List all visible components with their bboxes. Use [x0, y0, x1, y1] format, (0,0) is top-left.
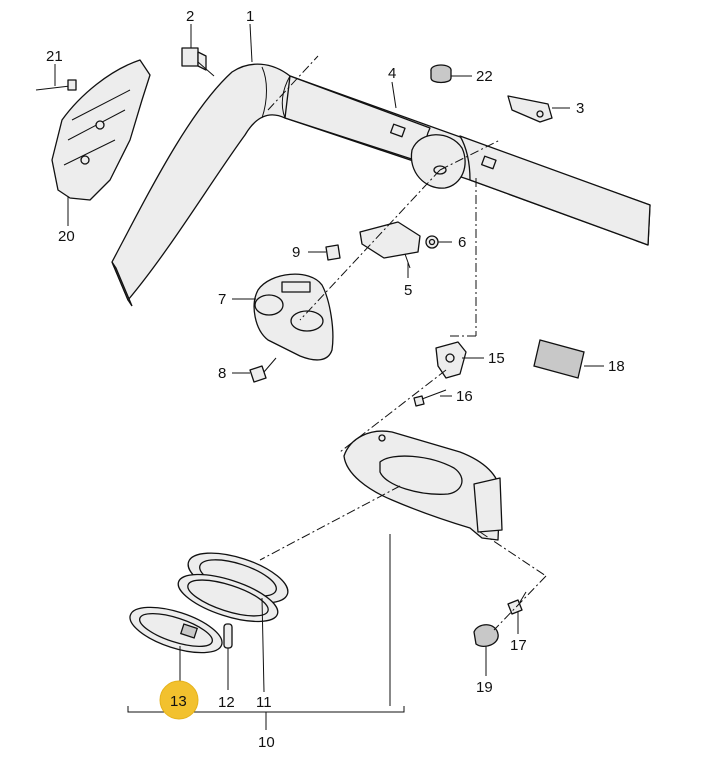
label-21[interactable]: 21	[46, 48, 63, 65]
part-16-screw[interactable]	[413, 389, 447, 407]
label-7[interactable]: 7	[218, 291, 226, 308]
label-22[interactable]: 22	[476, 68, 493, 85]
part-18-pad[interactable]	[533, 339, 585, 379]
part-13-mirror-glass[interactable]	[125, 598, 227, 662]
label-9[interactable]: 9	[292, 244, 300, 261]
leader-lines	[54, 23, 604, 730]
highlight-marker	[159, 680, 199, 720]
label-3[interactable]: 3	[576, 100, 584, 117]
part-19-cap[interactable]	[473, 624, 499, 648]
part-2-clip[interactable]	[181, 47, 207, 71]
part-17-screw[interactable]	[507, 591, 527, 615]
part-11-mirror-frame[interactable]	[173, 543, 294, 631]
label-13[interactable]: 13	[170, 693, 187, 710]
label-5[interactable]: 5	[404, 282, 412, 299]
label-8[interactable]: 8	[218, 365, 226, 382]
label-16[interactable]: 16	[456, 388, 473, 405]
label-11[interactable]: 11	[256, 694, 272, 711]
mirror-housing[interactable]	[343, 430, 503, 541]
label-1[interactable]: 1	[246, 8, 254, 25]
part-labels: 1 2 3 4 5 6 7 8 9 10 11 12 13 15 16 17 1…	[46, 8, 625, 751]
label-17[interactable]: 17	[510, 637, 527, 654]
label-10[interactable]: 10	[258, 734, 275, 751]
label-20[interactable]: 20	[58, 228, 75, 245]
part-5-mount-bracket[interactable]	[359, 221, 421, 269]
label-19[interactable]: 19	[476, 679, 493, 696]
part-22-rubber-stop[interactable]	[430, 64, 452, 84]
part-20-bracket[interactable]	[51, 59, 151, 201]
label-6[interactable]: 6	[458, 234, 466, 251]
part-21-screw[interactable]	[35, 79, 77, 91]
label-15[interactable]: 15	[488, 350, 505, 367]
label-18[interactable]: 18	[608, 358, 625, 375]
label-2[interactable]: 2	[186, 8, 194, 25]
part-9-spacer[interactable]	[325, 244, 341, 261]
label-4[interactable]: 4	[388, 65, 396, 82]
part-8-screw[interactable]	[249, 357, 277, 383]
assembly-dash-lines	[259, 55, 547, 631]
part-12-bulb[interactable]	[223, 623, 233, 649]
part-7-mirror-base[interactable]	[253, 273, 334, 361]
part-6-nut[interactable]	[425, 235, 439, 249]
part-1-windshield-frame[interactable]	[111, 63, 651, 307]
part-15-bracket[interactable]	[435, 341, 467, 379]
label-12[interactable]: 12	[218, 694, 235, 711]
part-3-clip[interactable]	[507, 95, 553, 123]
